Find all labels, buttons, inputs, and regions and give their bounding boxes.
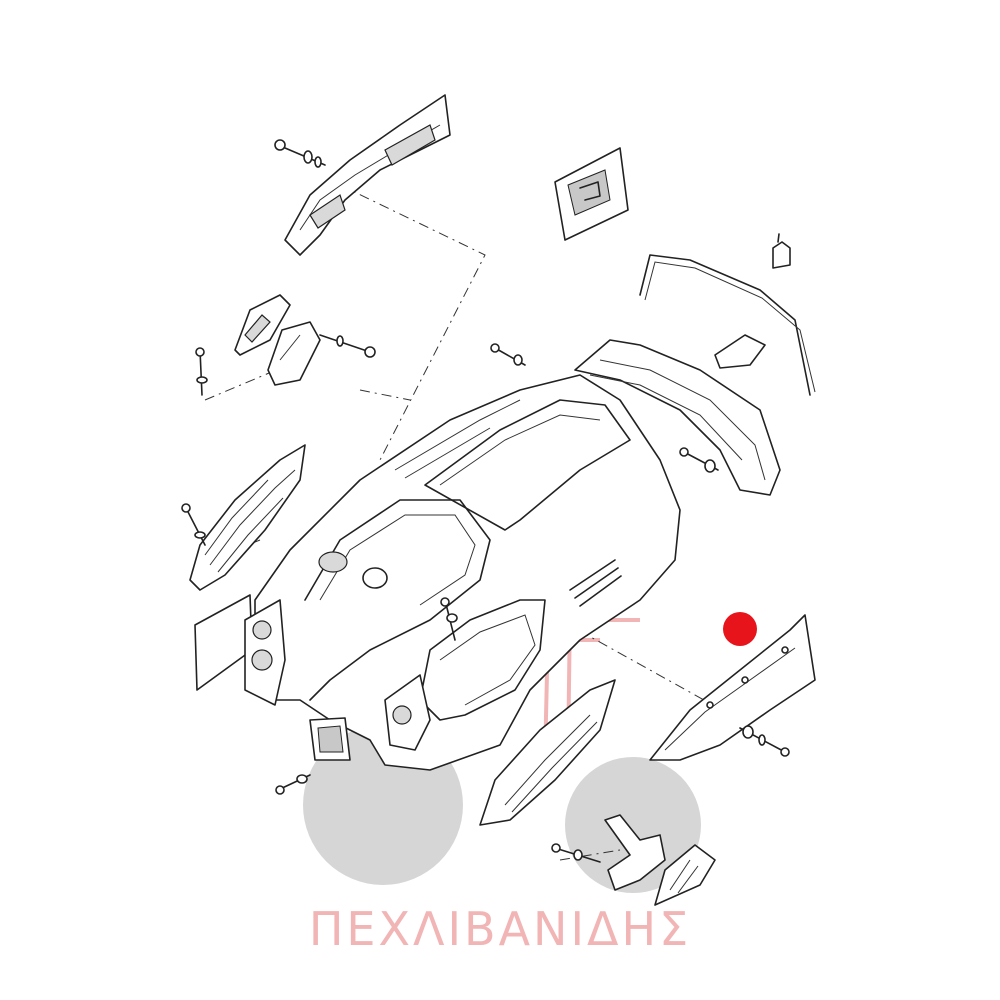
bolt-icon-right-panel bbox=[739, 725, 790, 757]
right-lower-side-panel bbox=[649, 614, 816, 761]
bolt-icon-top bbox=[274, 139, 326, 168]
watermark-text: ΠΕΧΛΙΒΑΝΙΔΗΣ bbox=[308, 902, 692, 956]
decal-sticker bbox=[554, 147, 629, 241]
bolt-icon-lower bbox=[551, 843, 601, 863]
bolt-icon-front bbox=[275, 774, 311, 795]
mounting-bracket-left bbox=[234, 294, 321, 386]
bolt-icon-left-panel bbox=[181, 503, 206, 546]
bolt-icon-center bbox=[440, 597, 458, 641]
gear-icon-right bbox=[565, 757, 701, 893]
lower-bracket bbox=[604, 814, 716, 906]
bolt-icon-hood-top bbox=[490, 343, 526, 366]
red-dot-icon bbox=[723, 612, 757, 646]
side-gasket bbox=[194, 594, 253, 691]
lower-vent-panel bbox=[479, 679, 616, 826]
left-vent-panel bbox=[189, 444, 306, 591]
upper-side-panel bbox=[284, 94, 451, 256]
bolt-icon-bracket bbox=[195, 334, 376, 396]
bolt-icon-rear bbox=[679, 447, 719, 473]
hood-assembly bbox=[244, 233, 816, 771]
